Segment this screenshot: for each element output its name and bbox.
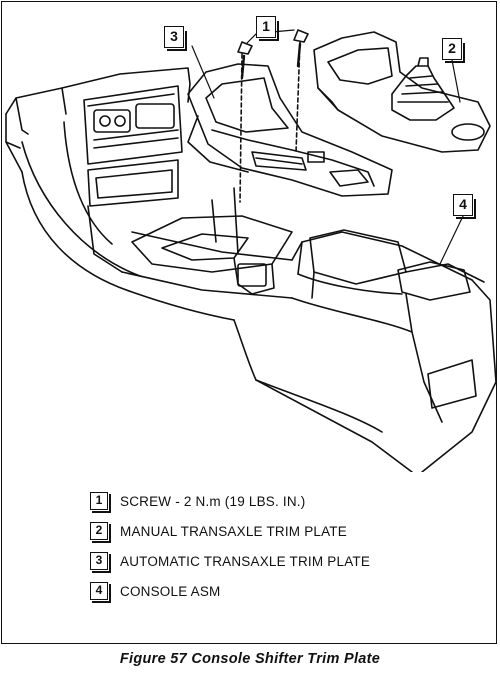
legend-number: 3 (90, 552, 111, 573)
console-exploded-illustration (5, 29, 497, 472)
callout-1: 1 (256, 16, 279, 41)
figure-caption: Figure 57 Console Shifter Trim Plate (119, 651, 381, 667)
legend-text: SCREW - 2 N.m (19 LBS. IN.) (120, 493, 306, 509)
figure-frame: 1 2 3 4 1 SCREW - 2 N.m (19 LBS. IN.) 2 … (1, 1, 497, 644)
legend-item: 4 CONSOLE ASM (90, 576, 470, 606)
shifter-area (131, 187, 293, 295)
legend-text: MANUAL TRANSAXLE TRIM PLATE (120, 523, 347, 539)
instrument-panel (5, 67, 191, 207)
legend-number: 4 (90, 582, 111, 603)
legend-text: CONSOLE ASM (120, 583, 221, 599)
leader-lines (191, 29, 465, 265)
callout-2: 2 (442, 38, 465, 63)
legend-number: 1 (90, 492, 111, 513)
legend-item: 3 AUTOMATIC TRANSAXLE TRIM PLATE (90, 546, 470, 576)
callout-4: 4 (453, 194, 476, 219)
legend-number: 2 (90, 522, 111, 543)
automatic-trim-plate (187, 63, 393, 197)
manual-trim-plate (313, 31, 491, 153)
legend-item: 2 MANUAL TRANSAXLE TRIM PLATE (90, 516, 470, 546)
parts-legend: 1 SCREW - 2 N.m (19 LBS. IN.) 2 MANUAL T… (90, 486, 470, 606)
legend-item: 1 SCREW - 2 N.m (19 LBS. IN.) (90, 486, 470, 516)
console-body (21, 121, 497, 472)
screws (237, 29, 309, 203)
legend-text: AUTOMATIC TRANSAXLE TRIM PLATE (120, 553, 371, 569)
callout-3: 3 (164, 26, 187, 51)
